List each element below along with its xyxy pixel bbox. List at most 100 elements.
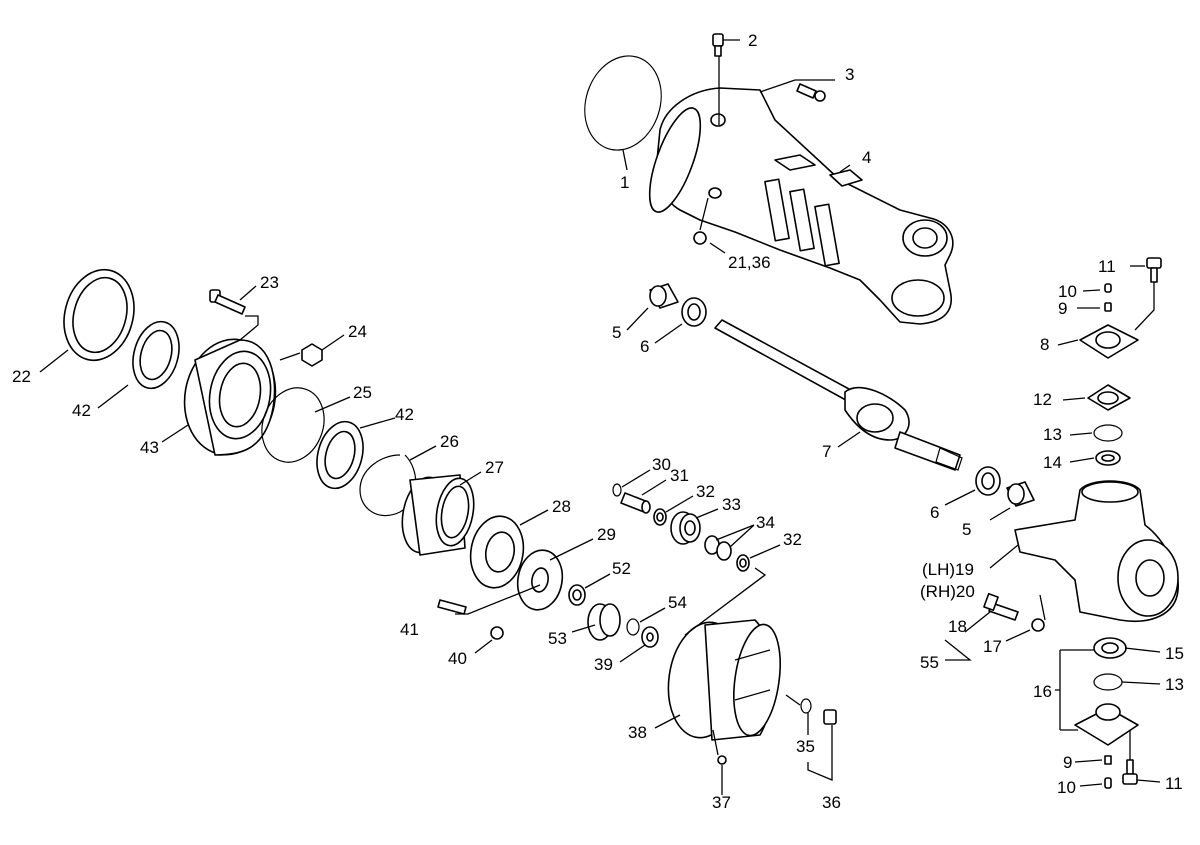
callout-27: 27: [485, 458, 504, 477]
callout-41: 41: [400, 620, 419, 639]
part-25-o-ring: [261, 387, 325, 463]
callout-16: 16: [1033, 682, 1052, 701]
part-19-20-steering-knuckle: [1014, 480, 1179, 622]
part-24-nut: [301, 343, 323, 367]
callout-8: 8: [1040, 335, 1049, 354]
callout-53: 53: [548, 629, 567, 648]
part-6-seal-right: [975, 466, 1001, 496]
leader-lines: [39, 39, 1161, 795]
part-17-nut: [1031, 618, 1045, 632]
callout-1: 1: [620, 173, 629, 192]
part-37-bolt: [717, 755, 727, 765]
callout-42-right: 42: [395, 405, 414, 424]
part-42-bearing-right: [316, 420, 364, 490]
callout-12: 12: [1033, 390, 1052, 409]
part-9-fitting-top: [1104, 302, 1112, 312]
part-18-bolt: [983, 592, 1019, 621]
part-2-breather: [712, 33, 724, 57]
callout-2: 2: [748, 31, 757, 50]
part-9-fitting-bottom: [1104, 755, 1112, 765]
callout-11-top: 11: [1098, 257, 1116, 276]
callout-35: 35: [796, 737, 815, 756]
part-21-plug: [693, 231, 707, 245]
part-43-wheel-hub: [183, 338, 277, 456]
part-16-cap-bottom: [1074, 703, 1139, 746]
part-27-ring-gear: [401, 474, 475, 556]
callout-10-top: 10: [1058, 282, 1077, 301]
callout-32-top: 32: [696, 482, 715, 501]
callout-39: 39: [594, 655, 613, 674]
callout-5-left: 5: [612, 323, 621, 342]
callout-4: 4: [862, 148, 871, 167]
part-34-needle-bearing: [704, 535, 732, 561]
callout-36: 36: [822, 793, 841, 812]
callout-32-bottom: 32: [783, 530, 802, 549]
part-35-o-ring: [800, 698, 812, 714]
callout-55: 55: [920, 653, 939, 672]
part-13-o-ring-top: [1093, 424, 1123, 442]
callout-3: 3: [845, 65, 854, 84]
callout-5-right: 5: [962, 520, 971, 539]
part-53-sun-gear: [587, 603, 621, 641]
part-15-bearing-bottom: [1093, 637, 1127, 659]
callout-30: 30: [652, 455, 671, 474]
callout-20-rh: (RH)20: [920, 582, 975, 601]
callout-9-top: 9: [1058, 299, 1067, 318]
part-33-planet-gear: [670, 511, 701, 545]
callout-37: 37: [712, 793, 731, 812]
callout-7: 7: [822, 442, 831, 461]
part-1-o-ring: [584, 55, 662, 151]
part-32-washer-a: [653, 508, 667, 526]
callout-11-bottom: 11: [1165, 774, 1183, 793]
part-6-seal-left: [681, 297, 707, 327]
part-8-cap-top: [1079, 324, 1139, 359]
callout-26: 26: [440, 432, 459, 451]
part-10-fitting-bottom: [1104, 777, 1112, 789]
part-12-shim: [1087, 384, 1131, 411]
callout-13-bottom: 13: [1165, 675, 1184, 694]
part-23-stud: [209, 289, 246, 315]
part-54-snap-ring: [626, 618, 640, 636]
callout-10-bottom: 10: [1057, 778, 1076, 797]
callout-54: 54: [668, 593, 687, 612]
part-5-bushing-left: [649, 283, 679, 309]
callout-40: 40: [448, 649, 467, 668]
callout-24: 24: [348, 322, 367, 341]
callout-14: 14: [1043, 453, 1062, 472]
part-14-bearing-top: [1095, 450, 1121, 466]
callout-52: 52: [612, 559, 631, 578]
callout-6-right: 6: [930, 503, 939, 522]
callout-38: 38: [628, 723, 647, 742]
callout-9-bottom: 9: [1063, 753, 1072, 772]
callout-29: 29: [597, 525, 616, 544]
part-7-axle-shaft: [714, 319, 963, 471]
callout-21-36: 21,36: [728, 253, 771, 272]
callout-42-left: 42: [72, 401, 91, 420]
part-3-bolt: [796, 83, 826, 102]
part-11-bolt-top: [1146, 257, 1162, 283]
part-52-bushing: [568, 584, 586, 606]
callout-23: 23: [260, 273, 279, 292]
part-22-oil-seal: [63, 268, 135, 362]
callout-43: 43: [140, 438, 159, 457]
callout-17: 17: [983, 637, 1002, 656]
part-30-ring: [612, 483, 622, 497]
callout-28: 28: [552, 497, 571, 516]
callout-6-left: 6: [640, 337, 649, 356]
callout-22: 22: [12, 367, 31, 386]
part-42-bearing-left: [132, 320, 180, 390]
part-39-thrust-washer: [641, 626, 659, 648]
callout-18: 18: [948, 617, 967, 636]
part-31-pin: [620, 492, 651, 514]
part-28-gear-carrier: [469, 515, 525, 589]
part-10-fitting-top: [1104, 283, 1112, 293]
part-36-plug: [823, 709, 837, 725]
callout-19-lh: (LH)19: [922, 560, 974, 579]
callout-33: 33: [722, 495, 741, 514]
part-41-bolt: [437, 599, 467, 615]
part-32-washer-b: [736, 554, 750, 572]
callout-34: 34: [756, 513, 775, 532]
part-11-bolt-bottom: [1122, 759, 1138, 785]
callout-labels: 1 2 3 4 21,36 11 10 9 8 12 13 14 5 6 7 6…: [12, 31, 1184, 812]
